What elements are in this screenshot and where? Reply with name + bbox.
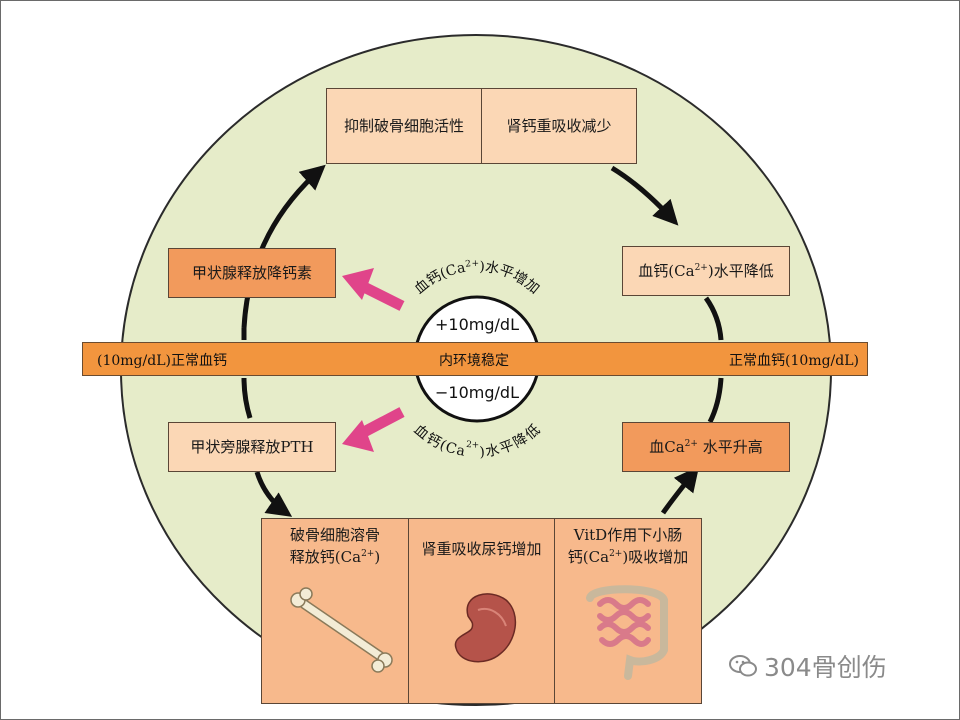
box-blood-calcium-decrease-label: 血钙(Ca2+)水平降低 [638,261,774,280]
box-thyroid-calcitonin-label: 甲状腺释放降钙素 [191,263,312,282]
box-parathyroid-pth-label: 甲状旁腺释放PTH [190,437,314,456]
cycle-arc-upper-left [241,164,326,329]
box-blood-calcium-increase-label: 血Ca2+ 水平升高 [649,437,763,456]
box-blood-calcium-decrease: 血钙(Ca2+)水平降低 [622,246,790,296]
cycle-arc-left-lower [241,377,253,419]
box-blood-calcium-increase: 血Ca2+ 水平升高 [622,422,790,472]
box-intestinal-calcium-absorption: VitD作用下小肠 钙(Ca2+)吸收增加 [554,518,702,704]
bone-icon [290,587,393,673]
cycle-arc-right-middle [703,296,724,341]
box-inhibit-osteoclast: 抑制破骨细胞活性 [326,88,482,164]
upper-value: +10mg/dL [435,315,519,334]
box-renal-calcium-reabsorption-decrease: 肾钙重吸收减少 [481,88,637,164]
box-parathyroid-pth: 甲状旁腺释放PTH [168,422,336,472]
band-left-label: (10mg/dL)正常血钙 [97,353,227,369]
kidney-box-text: 肾重吸收尿钙增加 [421,540,542,558]
lower-value: −10mg/dL [435,383,519,402]
cycle-arc-lower-left [254,471,293,517]
bone-box-text: 破骨细胞溶骨 释放钙(Ca2+) [289,526,381,566]
pink-arrow-lower [342,407,405,452]
intestine-box-text: VitD作用下小肠 钙(Ca2+)吸收增加 [567,526,689,566]
box-renal-calcium-reabsorption-decrease-label: 肾钙重吸收减少 [506,116,612,135]
box-thyroid-calcitonin: 甲状腺释放降钙素 [168,248,336,298]
intestine-icon [586,585,668,680]
wechat-icon [729,655,757,677]
watermark-text: 304骨创伤 [764,653,887,682]
kidney-icon [454,593,517,663]
cycle-arc-upper-right [610,165,679,226]
band-right-label: 正常血钙(10mg/dL) [729,353,859,369]
cycle-arc-right-lower [707,377,724,424]
homeostasis-band: (10mg/dL)正常血钙 内环境稳定 正常血钙(10mg/dL) [82,342,868,376]
pink-arrow-upper [342,268,405,311]
watermark: 304骨创伤 [728,648,887,684]
box-osteoclast-bone-resorption: 破骨细胞溶骨 释放钙(Ca2+) [261,518,409,704]
box-inhibit-osteoclast-label: 抑制破骨细胞活性 [343,116,464,135]
cycle-arc-lower-right [660,466,700,515]
band-center-label: 内环境稳定 [439,353,509,369]
